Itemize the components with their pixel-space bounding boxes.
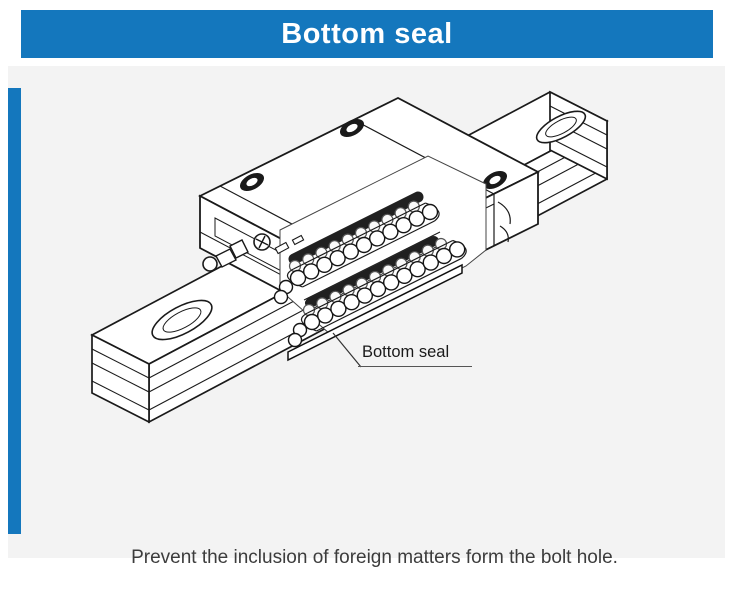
page-title: Bottom seal: [281, 17, 453, 50]
callout-leader-line: [332, 332, 362, 368]
content-panel: Bottom seal Prevent the inclusion of for…: [8, 66, 725, 568]
header-banner: Bottom seal: [21, 10, 713, 58]
rail-mounting-hole: [535, 110, 587, 144]
rail-mounting-hole: [151, 299, 213, 341]
bottom-seal-strip: [287, 263, 463, 362]
callout-label: Bottom seal: [362, 343, 450, 361]
block-mounting-hole: [239, 172, 265, 192]
block-mounting-hole: [339, 118, 365, 138]
ball-chain-upper: [273, 191, 440, 305]
end-cap-screw: [253, 233, 271, 251]
ball-chain-lower: [287, 236, 467, 348]
block-mounting-hole: [482, 170, 508, 190]
end-plate-return-guide: [497, 201, 511, 225]
retainer-clips: [274, 234, 305, 255]
grease-nipple: [202, 239, 249, 272]
rail-raceway-edge: [303, 231, 441, 301]
caption-text: Prevent the inclusion of foreign matters…: [131, 547, 618, 568]
bottom-seal-callout: Bottom seal: [358, 343, 472, 367]
cutaway-section: [273, 155, 487, 362]
lm-guide-illustration: [90, 90, 609, 424]
end-plate-return-guide: [499, 225, 509, 243]
left-accent-bar: [8, 88, 21, 534]
